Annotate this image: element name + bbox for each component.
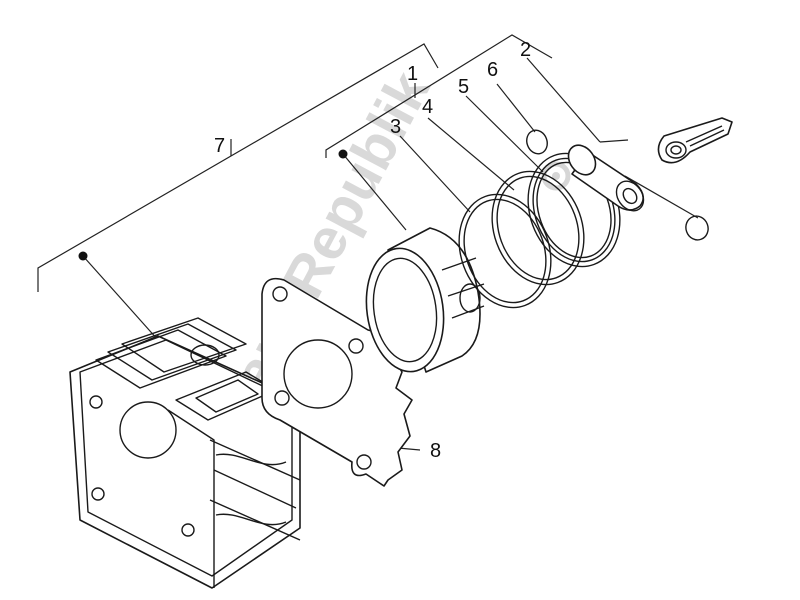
- bracket-1: [325, 34, 553, 231]
- callout-7: 7: [214, 135, 225, 157]
- cylinder-block: [69, 317, 301, 589]
- callout-6: 6: [487, 59, 498, 81]
- leader-lines: [397, 57, 699, 451]
- base-gasket: [261, 277, 413, 487]
- piston-ring-4: [458, 193, 552, 309]
- connecting-rod: [657, 117, 733, 164]
- leader-2: [526, 57, 601, 143]
- piston-ring-5: [491, 170, 585, 286]
- callout-2: 2: [520, 39, 531, 61]
- leader-6: [496, 83, 536, 133]
- callout-1: 1: [407, 63, 418, 85]
- callout-5: 5: [458, 76, 469, 98]
- circlip-6-upper: [526, 129, 548, 155]
- leader-5: [465, 95, 544, 173]
- leader-4: [427, 117, 515, 191]
- circlip-6-lower: [685, 215, 709, 241]
- bracket-7: [37, 43, 439, 341]
- callout-3: 3: [390, 116, 401, 138]
- callout-8: 8: [430, 440, 441, 462]
- piston-pin: [567, 144, 645, 212]
- piston: [365, 227, 485, 373]
- leader-3: [399, 135, 471, 213]
- callout-labels: 1 2 3 4 5 6 7 8: [214, 39, 531, 462]
- callout-4: 4: [422, 96, 433, 118]
